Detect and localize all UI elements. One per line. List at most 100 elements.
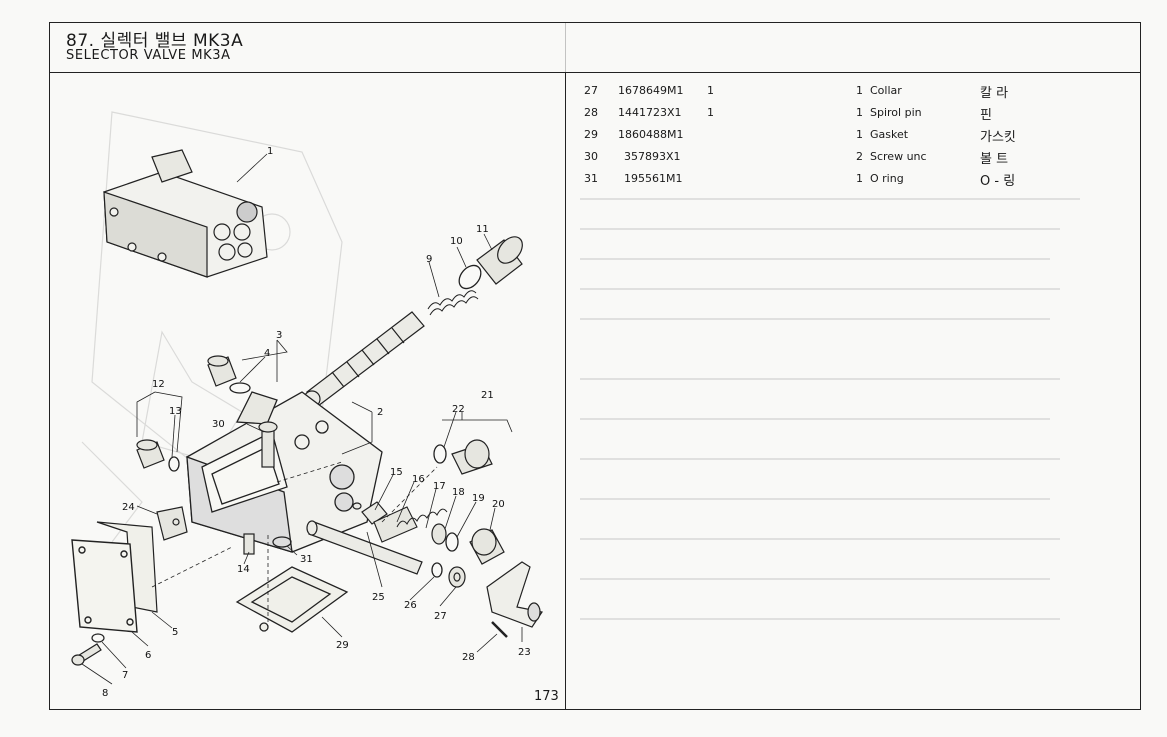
description-en: Collar <box>870 84 902 97</box>
plug-21 <box>451 439 493 475</box>
shaft-25 <box>306 520 423 575</box>
page-number: 173 <box>534 689 559 704</box>
washer-7 <box>91 633 105 643</box>
description-en: Screw unc <box>870 150 927 163</box>
description-en: O ring <box>870 172 904 185</box>
plug-20 <box>469 528 505 565</box>
description-ko: 칼 라 <box>980 86 1009 101</box>
callout-6: 6 <box>145 650 151 661</box>
item-number: 31 <box>584 172 598 185</box>
o-ring-31 <box>272 536 292 548</box>
item-number: 30 <box>584 150 598 163</box>
part-number: 1441723X1 <box>618 106 682 119</box>
o-ring-13 <box>168 456 180 472</box>
callout-7: 7 <box>122 670 128 681</box>
callout-16: 16 <box>412 474 425 485</box>
callout-3: 3 <box>276 330 282 341</box>
part-number: 195561M1 <box>624 172 683 185</box>
gasket-29 <box>235 566 349 633</box>
parts-row: 31 195561M1 1 O ring O - 링 <box>570 170 1138 190</box>
quantity: 2 <box>856 150 863 163</box>
callout-12: 12 <box>152 379 165 390</box>
plug-11 <box>476 236 523 285</box>
part-number: 357893X1 <box>624 150 681 163</box>
page-title-korean: 87. 실렉터 밸브 MK3A <box>66 31 244 51</box>
parts-row: 28 1441723X1 1 1 Spirol pin 핀 <box>570 104 1138 124</box>
callout-5: 5 <box>172 627 178 638</box>
leader-lines <box>81 153 523 685</box>
callout-18: 18 <box>452 487 465 498</box>
quantity-serial: 1 <box>707 84 714 97</box>
page-title-english: SELECTOR VALVE MK3A <box>66 48 231 63</box>
gasket-5 <box>96 521 158 613</box>
callout-17: 17 <box>433 481 446 492</box>
parts-row: 27 1678649M1 1 1 Collar 칼 라 <box>570 82 1138 102</box>
valve-block <box>186 391 383 553</box>
callout-8: 8 <box>102 688 108 699</box>
valve-body-top <box>103 149 268 278</box>
page-frame <box>49 22 1141 710</box>
ghost-rows <box>580 198 1080 620</box>
column-divider <box>565 73 566 710</box>
spring-16 <box>373 506 418 543</box>
callout-1: 1 <box>267 146 273 157</box>
cover-6 <box>71 539 138 633</box>
quantity: 1 <box>856 172 863 185</box>
description-en: Gasket <box>870 128 909 141</box>
callout-26: 26 <box>404 600 417 611</box>
o-ring-26 <box>431 562 443 578</box>
bolt-8 <box>71 643 102 666</box>
plug-3 <box>207 355 237 387</box>
spool-15 <box>352 501 388 525</box>
pin-14 <box>243 533 255 555</box>
header-divider <box>49 72 1141 73</box>
callout-29: 29 <box>336 640 349 651</box>
callout-4: 4 <box>264 348 270 359</box>
parts-row: 29 1860488M1 1 Gasket 가스킷 <box>570 126 1138 146</box>
description-ko: O - 링 <box>980 174 1016 189</box>
callout-14: 14 <box>237 564 250 575</box>
callout-11: 11 <box>476 224 489 235</box>
seat-18 <box>431 523 447 545</box>
callout-labels: 1 2 3 4 5 6 7 8 9 10 11 12 13 14 15 16 1… <box>102 146 531 699</box>
callout-19: 19 <box>472 493 485 504</box>
description-en: Spirol pin <box>870 106 922 119</box>
spring-9 <box>427 290 479 316</box>
callout-30: 30 <box>212 419 225 430</box>
callout-23: 23 <box>518 647 531 658</box>
callout-22: 22 <box>452 404 465 415</box>
item-number: 29 <box>584 128 598 141</box>
description-ko: 가스킷 <box>980 130 1016 145</box>
callout-21: 21 <box>481 390 494 401</box>
o-ring-4 <box>229 382 251 394</box>
description-ko: 핀 <box>980 108 992 123</box>
exploded-diagram: 1 2 3 4 5 6 7 8 9 10 11 12 13 14 15 16 1… <box>71 111 543 699</box>
callout-10: 10 <box>450 236 463 247</box>
quantity: 1 <box>856 106 863 119</box>
plug-12 <box>136 439 165 469</box>
bolt-30 <box>258 421 278 468</box>
selector-spool <box>303 311 425 408</box>
callout-24: 24 <box>122 502 135 513</box>
spring-17 <box>396 508 448 528</box>
callout-2: 2 <box>377 407 383 418</box>
parts-row: 30 357893X1 2 Screw unc 볼 트 <box>570 148 1138 168</box>
bracket-24 <box>156 506 188 541</box>
callout-27: 27 <box>434 611 447 622</box>
header-faint-divider <box>565 22 566 72</box>
item-number: 28 <box>584 106 598 119</box>
callout-31: 31 <box>300 554 313 565</box>
reverse-side-show-through <box>580 198 1080 620</box>
callout-25: 25 <box>372 592 385 603</box>
description-ko: 볼 트 <box>980 152 1009 167</box>
o-ring-10 <box>458 264 482 290</box>
callout-13: 13 <box>169 406 182 417</box>
spirol-pin-28 <box>491 621 508 638</box>
part-number: 1860488M1 <box>618 128 684 141</box>
o-ring-19 <box>445 532 459 552</box>
callout-15: 15 <box>390 467 403 478</box>
callout-20: 20 <box>492 499 505 510</box>
quantity-serial: 1 <box>707 106 714 119</box>
callout-28: 28 <box>462 652 475 663</box>
